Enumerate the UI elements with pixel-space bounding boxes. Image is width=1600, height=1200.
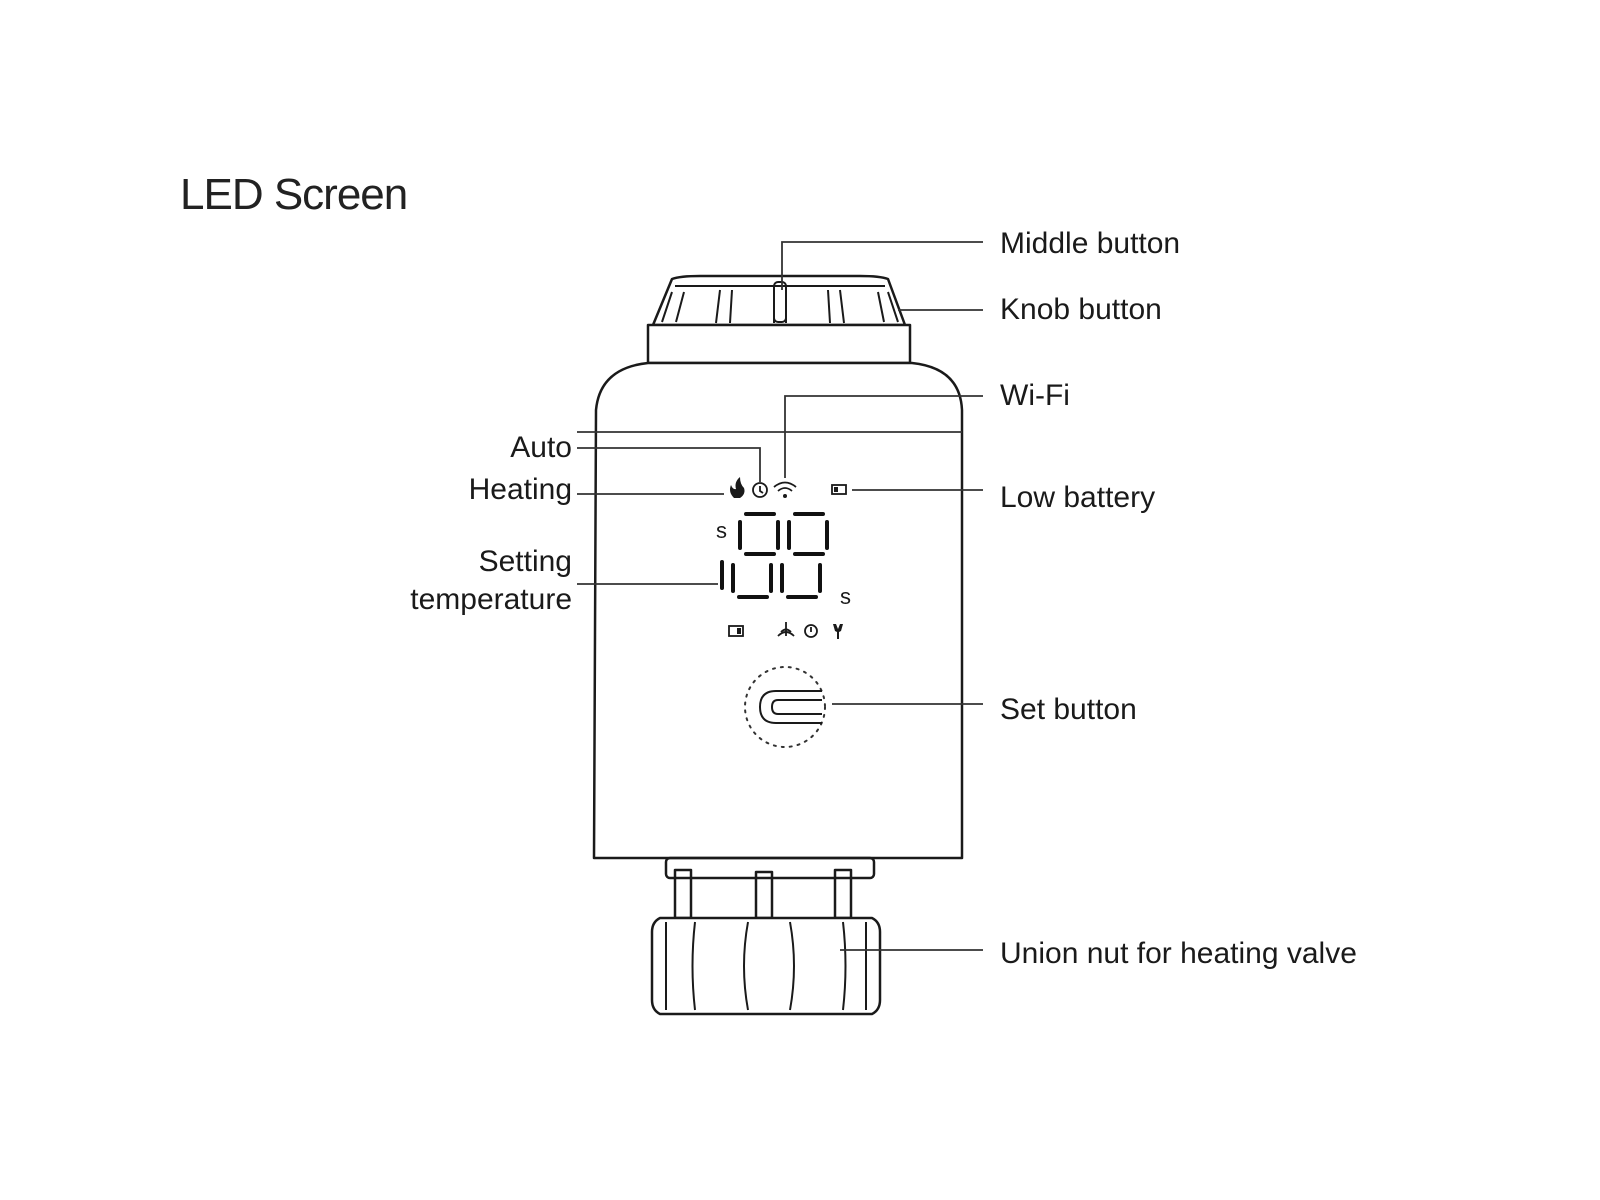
signal-icon xyxy=(777,622,795,637)
wrench-icon xyxy=(833,624,843,639)
flame-icon xyxy=(730,477,745,498)
leader-wifi xyxy=(784,395,983,478)
label-knob-button: Knob button xyxy=(1000,293,1162,326)
led-display: s s xyxy=(716,512,851,609)
label-heating: Heating xyxy=(468,473,572,506)
thermostat-body xyxy=(592,361,964,860)
label-setting-line1: Setting xyxy=(478,545,572,578)
label-setting-line2: temperature xyxy=(410,583,572,616)
label-middle-button: Middle button xyxy=(1000,227,1181,260)
knob-button xyxy=(646,274,912,365)
display-prefix: s xyxy=(716,518,727,543)
display-suffix: s xyxy=(840,584,851,609)
battery-icon xyxy=(831,484,847,495)
valve-neck xyxy=(664,856,876,920)
label-wifi: Wi-Fi xyxy=(1000,379,1070,412)
leader-middle-button xyxy=(781,241,983,290)
set-button xyxy=(744,666,826,748)
page-title: LED Screen xyxy=(180,170,408,219)
clock-icon xyxy=(752,482,768,498)
clock-icon xyxy=(804,624,818,638)
label-low-battery: Low battery xyxy=(1000,481,1156,514)
label-auto: Auto xyxy=(510,431,572,464)
union-nut xyxy=(650,916,882,1016)
middle-button xyxy=(773,281,787,323)
label-union-nut: Union nut for heating valve xyxy=(1000,937,1357,970)
leader-lines xyxy=(577,241,983,951)
leader-auto xyxy=(577,447,761,482)
wifi-icon xyxy=(773,481,797,498)
child-lock-icon xyxy=(728,625,744,637)
label-set-button: Set button xyxy=(1000,693,1137,726)
